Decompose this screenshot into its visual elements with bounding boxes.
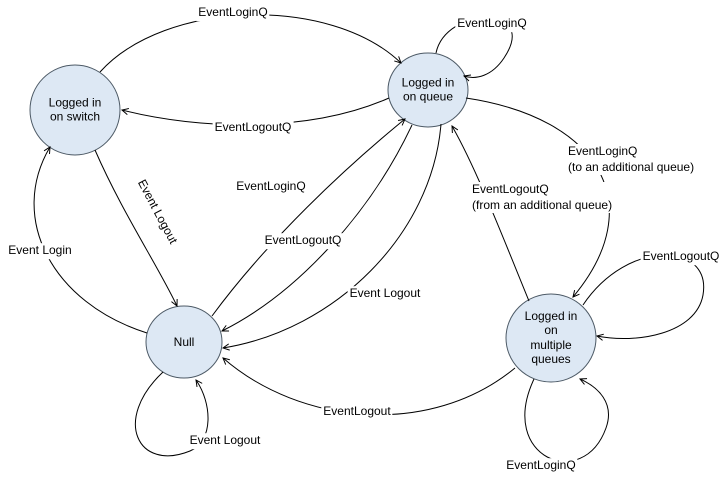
- state-label-null: Null: [173, 334, 195, 349]
- edge-null-to-queue: [211, 118, 406, 317]
- transition-edges: [33, 14, 705, 462]
- edge-null-to-switch: [33, 146, 148, 334]
- edge-label-multi-to-queue: EventLogoutQ (from an additional queue): [470, 182, 615, 214]
- edge-label-queue-self-loop-top: EventLoginQ: [455, 16, 529, 32]
- state-node-queue: [387, 52, 469, 128]
- edge-switch-to-null: [94, 149, 178, 307]
- edge-label-queue-to-multi: EventLoginQ (to an additional queue): [566, 144, 697, 176]
- edge-label-switch-to-queue: EventLoginQ: [196, 5, 270, 21]
- edge-label-queue-to-null-logout: Event Logout: [347, 286, 423, 302]
- edge-label-multi-to-null: EventLogout: [321, 404, 393, 420]
- edge-multi-to-queue: [451, 125, 530, 302]
- edge-label-multi-self-loop-right: EventLogoutQ: [640, 249, 722, 265]
- edge-multi-self-loop-bottom: [524, 378, 609, 462]
- state-label-multi: Logged in on multiple queues: [524, 309, 578, 367]
- edge-null-self-loop: [134, 371, 209, 457]
- state-label-switch: Logged in on switch: [48, 95, 102, 124]
- edge-label-null-self-loop: Event Logout: [187, 433, 263, 449]
- state-node-null: [145, 305, 223, 379]
- edge-label-queue-to-switch: EventLogoutQ: [212, 120, 294, 136]
- state-label-queue: Logged in on queue: [401, 75, 455, 104]
- edge-switch-to-queue: [99, 14, 402, 73]
- edge-queue-self-loop-top: [435, 17, 513, 82]
- edge-label-multi-self-loop-bottom: EventLoginQ: [504, 458, 578, 474]
- edge-label-null-to-queue: EventLoginQ: [234, 179, 308, 195]
- state-nodes: [29, 52, 597, 383]
- edge-multi-self-loop-right: [582, 254, 705, 341]
- edge-label-null-to-switch: Event Login: [6, 243, 74, 259]
- edge-label-queue-to-null-logoutq: EventLogoutQ: [262, 233, 344, 249]
- edge-queue-to-null-logout: [221, 123, 442, 351]
- state-node-switch: [29, 64, 121, 156]
